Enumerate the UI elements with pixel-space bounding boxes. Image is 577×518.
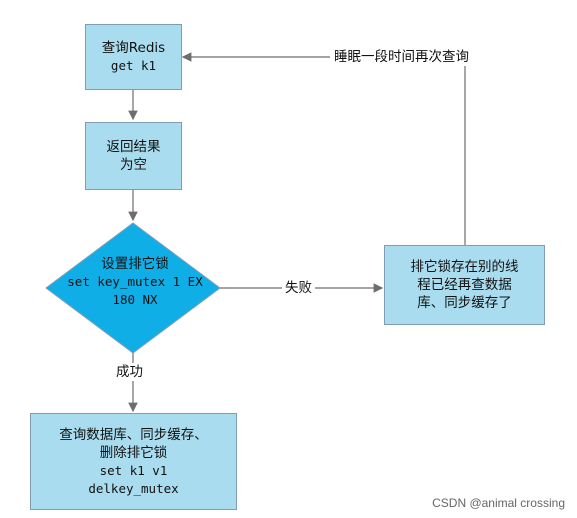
- watermark: CSDN @animal crossing: [432, 496, 565, 510]
- node-query-redis: 查询Redis get k1: [85, 24, 182, 90]
- node-set-lock-line2: set key_mutex 1 EX: [67, 274, 203, 289]
- node-lock-held: 排它锁存在别的线 程已经再查数据 库、同步缓存了: [384, 245, 545, 325]
- node-empty-result-line1: 返回结果: [106, 139, 161, 155]
- node-empty-result: 返回结果 为空: [85, 122, 182, 190]
- node-query-redis-line2: get k1: [110, 58, 157, 73]
- node-query-redis-line1: 查询Redis: [101, 40, 166, 56]
- edge-label-sleep: 睡眠一段时间再次查询: [330, 48, 473, 66]
- edge-label-success: 成功: [113, 363, 146, 381]
- edge-label-fail: 失败: [282, 279, 315, 297]
- node-set-lock-text: 设置排它锁 set key_mutex 1 EX 180 NX: [30, 255, 240, 309]
- node-lock-held-line3: 库、同步缓存了: [417, 295, 512, 311]
- node-query-db-line1: 查询数据库、同步缓存、: [59, 426, 208, 443]
- node-query-db-line3: set k1 v1: [99, 462, 168, 478]
- node-set-lock-line1: 设置排它锁: [101, 256, 169, 272]
- node-query-db: 查询数据库、同步缓存、 删除排它锁 set k1 v1 delkey_mutex: [30, 413, 237, 510]
- node-lock-held-line2: 程已经再查数据: [417, 277, 512, 293]
- node-empty-result-line2: 为空: [120, 157, 147, 173]
- node-query-db-line4: delkey_mutex: [88, 480, 179, 496]
- edge-retry-loop: [181, 52, 466, 245]
- node-query-db-line2: 删除排它锁: [99, 444, 168, 461]
- node-set-lock-line3: 180 NX: [112, 292, 158, 307]
- node-lock-held-line1: 排它锁存在别的线: [410, 259, 519, 275]
